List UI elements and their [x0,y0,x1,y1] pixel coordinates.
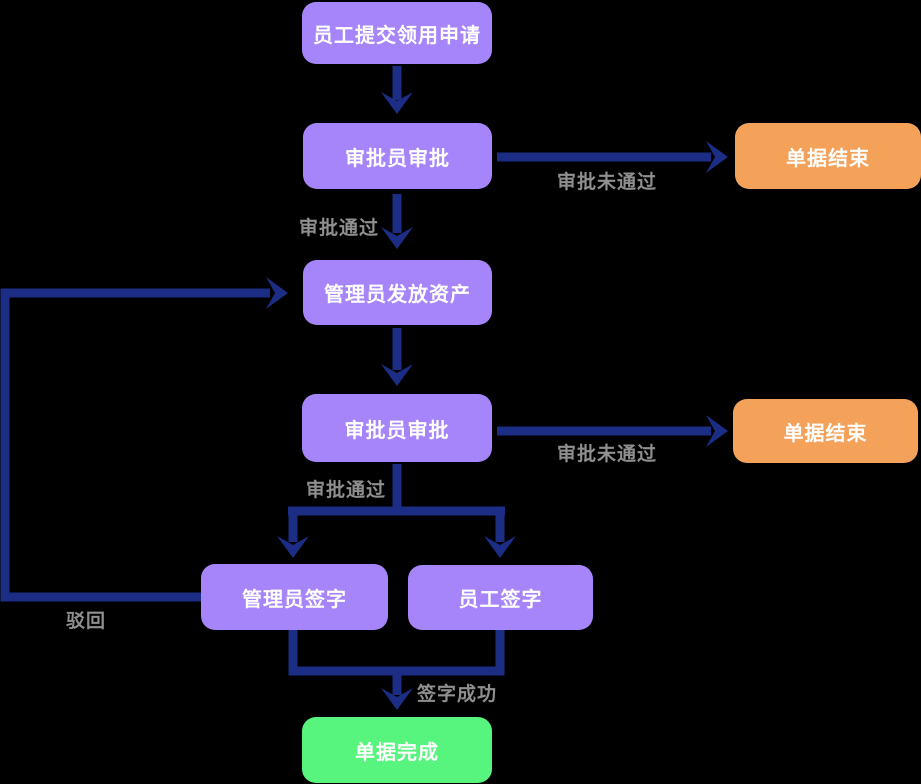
arrowhead-down-into-employee-sign [484,536,516,558]
node-doc-end-1: 单据结束 [735,123,921,189]
arrowhead-down-into-admin-sign [277,536,309,558]
arrowhead-right-into-issue-loop [266,277,288,309]
edge-review2-split [288,464,505,542]
arrowhead-right-into-end1 [706,141,728,173]
node-doc-complete: 单据完成 [302,717,492,783]
edge-label-review1-fail: 审批未通过 [557,171,658,193]
edge-label-sign-success: 签字成功 [417,683,498,705]
node-admin-issue-asset: 管理员发放资产 [303,260,492,325]
node-approver-review-2: 审批员审批 [302,394,492,462]
edge-sign-merge [288,630,505,695]
arrowhead-down-into-issue [381,227,413,249]
node-approver-review-1: 审批员审批 [303,123,492,189]
edge-label-reject: 驳回 [66,610,107,632]
edge-label-review2-fail: 审批未通过 [557,443,658,465]
node-employee-sign: 员工签字 [408,565,593,630]
node-admin-sign: 管理员签字 [201,564,388,630]
node-doc-end-2: 单据结束 [733,399,918,463]
arrowhead-down-into-review2 [381,364,413,386]
edge-label-review2-pass: 审批通过 [306,479,387,501]
arrowhead-down-into-review1 [381,92,413,114]
edge-reject-loop [0,288,270,602]
node-start: 员工提交领用申请 [302,2,492,64]
edge-label-review1-pass: 审批通过 [299,217,380,239]
arrowhead-down-into-complete [381,688,413,710]
arrowhead-right-into-end2 [706,415,728,447]
